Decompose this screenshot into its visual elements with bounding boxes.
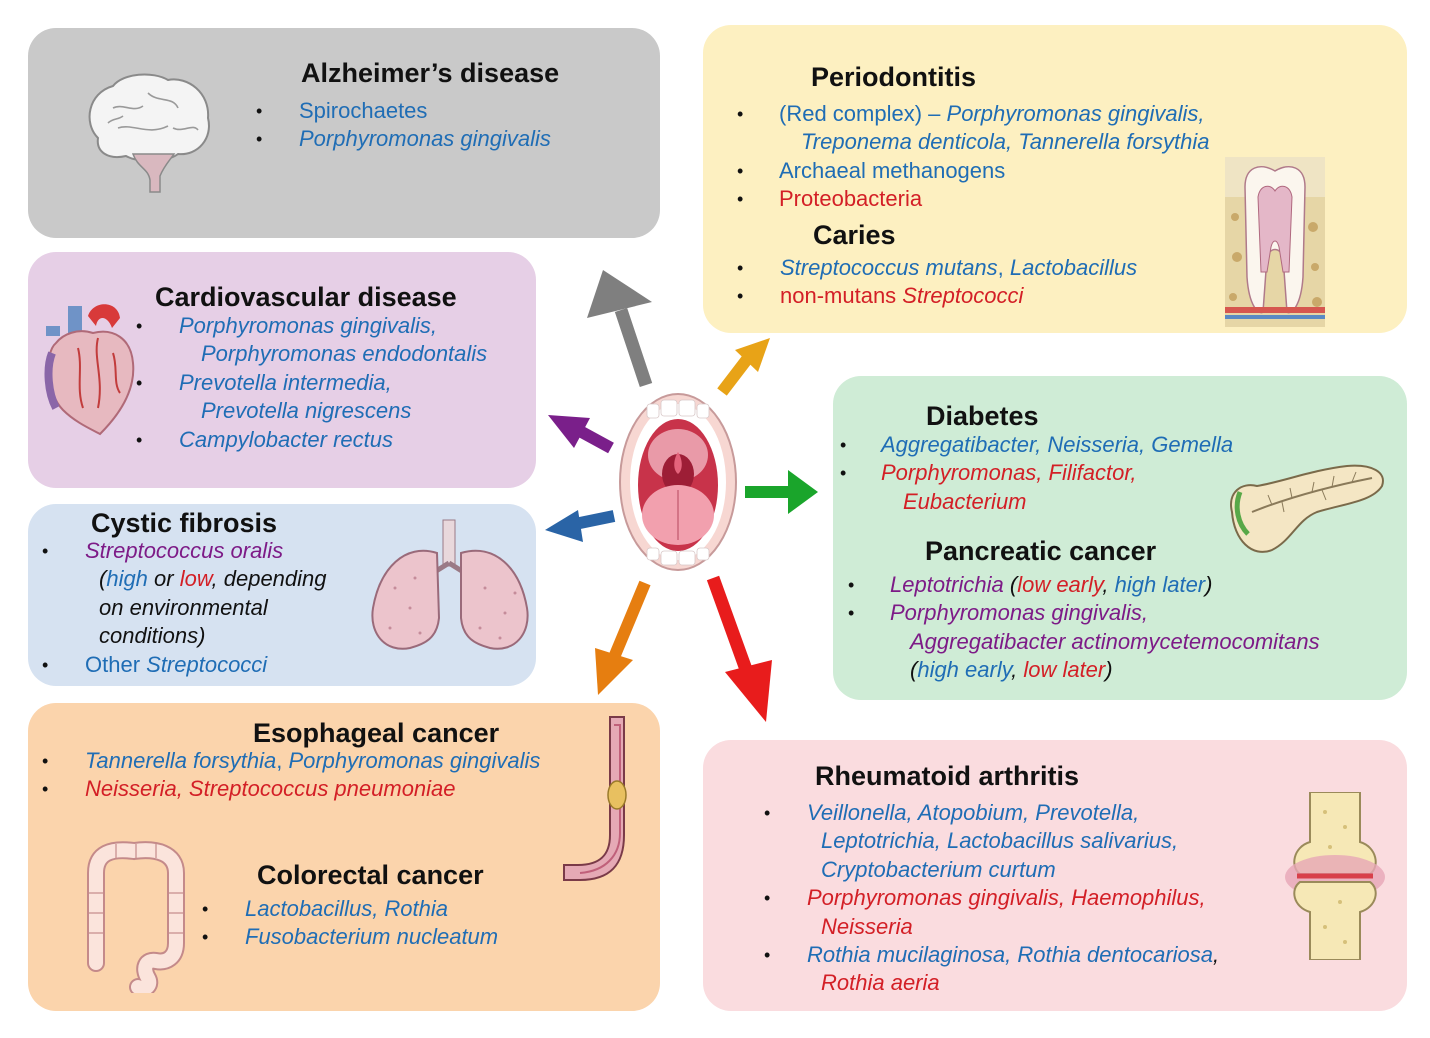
colorectal-title: Colorectal cancer	[257, 860, 484, 890]
list-item: •Veillonella, Atopobium, Prevotella,	[764, 800, 1140, 825]
list-item: •(Red complex) – Porphyromonas gingivali…	[737, 101, 1205, 126]
arrow-to-rheumatoid	[706, 575, 772, 722]
heart-icon	[44, 304, 135, 436]
list-item: •Proteobacteria	[737, 186, 923, 212]
cardiovascular-title: Cardiovascular disease	[155, 282, 457, 312]
list-item: Treponema denticola, Tannerella forsythi…	[801, 129, 1210, 155]
arrow-to-periodontitis	[717, 338, 770, 396]
cardiovascular-list: •Porphyromonas gingivalis, Porphyromonas…	[136, 312, 487, 454]
colon-icon	[87, 841, 185, 993]
diabetes-panel	[833, 376, 1407, 700]
open-mouth-icon	[619, 393, 737, 571]
list-item: Neisseria	[821, 913, 913, 939]
list-item: •Porphyromonas, Filifactor,	[840, 460, 1137, 486]
esophagus-icon	[563, 716, 627, 881]
pancreas-icon	[1230, 464, 1384, 553]
esophageal-title: Esophageal cancer	[253, 718, 500, 748]
knee-joint-icon	[1285, 792, 1385, 960]
colorectal-list: •Lactobacillus, Rothia •Fusobacterium nu…	[202, 895, 498, 952]
list-item: •Neisseria, Streptococcus pneumoniae	[42, 776, 456, 802]
arrow-to-cardiovascular	[548, 415, 614, 454]
alzheimers-list: •Spirochaetes •Porphyromonas gingivalis	[256, 97, 551, 154]
list-item: •Spirochaetes	[256, 98, 428, 123]
arrow-to-cystic-fibrosis	[545, 510, 616, 542]
list-item: •Other Streptococci	[42, 651, 268, 677]
list-item: •Archaeal methanogens	[737, 157, 1006, 183]
diabetes-list: •Aggregatibacter, Neisseria, Gemella •Po…	[840, 431, 1233, 516]
caries-list: •Streptococcus mutans, Lactobacillus •no…	[737, 254, 1137, 311]
list-item: •Fusobacterium nucleatum	[202, 924, 499, 950]
rheumatoid-list: •Veillonella, Atopobium, Prevotella, Lep…	[764, 799, 1219, 998]
periodontitis-list: •(Red complex) – Porphyromonas gingivali…	[737, 100, 1209, 214]
brain-icon	[88, 73, 210, 193]
cystic-fibrosis-list: •Streptococcus oralis (high or low, depe…	[42, 537, 327, 679]
tooth-icon	[1225, 157, 1325, 327]
alzheimers-title: Alzheimer’s disease	[301, 58, 560, 88]
list-item: •Tannerella forsythia, Porphyromonas gin…	[42, 748, 541, 773]
list-item: •non-mutans Streptococci	[737, 283, 1024, 309]
periodontitis-title: Periodontitis	[811, 62, 977, 92]
list-item: Rothia aeria	[821, 970, 940, 996]
list-item: •Campylobacter rectus	[136, 426, 393, 452]
cystic-fibrosis-title: Cystic fibrosis	[91, 508, 278, 538]
list-item: •Porphyromonas gingivalis,	[848, 600, 1149, 626]
list-item: •Porphyromonas gingivalis, Haemophilus,	[764, 885, 1206, 911]
list-item: (high early, low later)	[910, 657, 1113, 683]
list-item: Porphyromonas endodontalis	[201, 341, 488, 367]
arrow-to-alzheimers	[587, 270, 653, 388]
list-item: •Prevotella intermedia,	[136, 369, 392, 395]
list-item: •Lactobacillus, Rothia	[202, 896, 449, 921]
list-item: •Streptococcus mutans, Lactobacillus	[737, 255, 1138, 280]
list-item: •Rothia mucilaginosa, Rothia dentocarios…	[764, 942, 1220, 968]
list-item: on environmental	[99, 594, 268, 620]
arrow-to-diabetes	[745, 470, 818, 514]
list-item: Eubacterium	[903, 488, 1027, 514]
list-item: •Leptotrichia (low early, high later)	[848, 572, 1213, 597]
pancreatic-list: •Leptotrichia (low early, high later) •P…	[848, 571, 1320, 685]
list-item: •Porphyromonas gingivalis,	[136, 313, 438, 338]
list-item: (high or low, depending	[99, 566, 327, 592]
list-item: Aggregatibacter actinomycetemocomitans	[910, 628, 1320, 654]
diabetes-title: Diabetes	[926, 401, 1039, 431]
list-item: Cryptobacterium curtum	[821, 856, 1056, 882]
arrow-to-esophageal	[595, 580, 651, 695]
list-item: •Porphyromonas gingivalis	[256, 126, 551, 152]
list-item: •Aggregatibacter, Neisseria, Gemella	[840, 432, 1234, 457]
lungs-icon	[371, 519, 529, 650]
rheumatoid-title: Rheumatoid arthritis	[815, 761, 1080, 791]
caries-title: Caries	[813, 220, 896, 250]
list-item: Prevotella nigrescens	[201, 398, 412, 424]
list-item: conditions)	[99, 623, 206, 649]
list-item: Leptotrichia, Lactobacillus salivarius,	[821, 828, 1179, 854]
pancreatic-title: Pancreatic cancer	[925, 536, 1157, 566]
esophageal-list: •Tannerella forsythia, Porphyromonas gin…	[42, 747, 540, 804]
list-item: •Streptococcus oralis	[42, 538, 284, 563]
